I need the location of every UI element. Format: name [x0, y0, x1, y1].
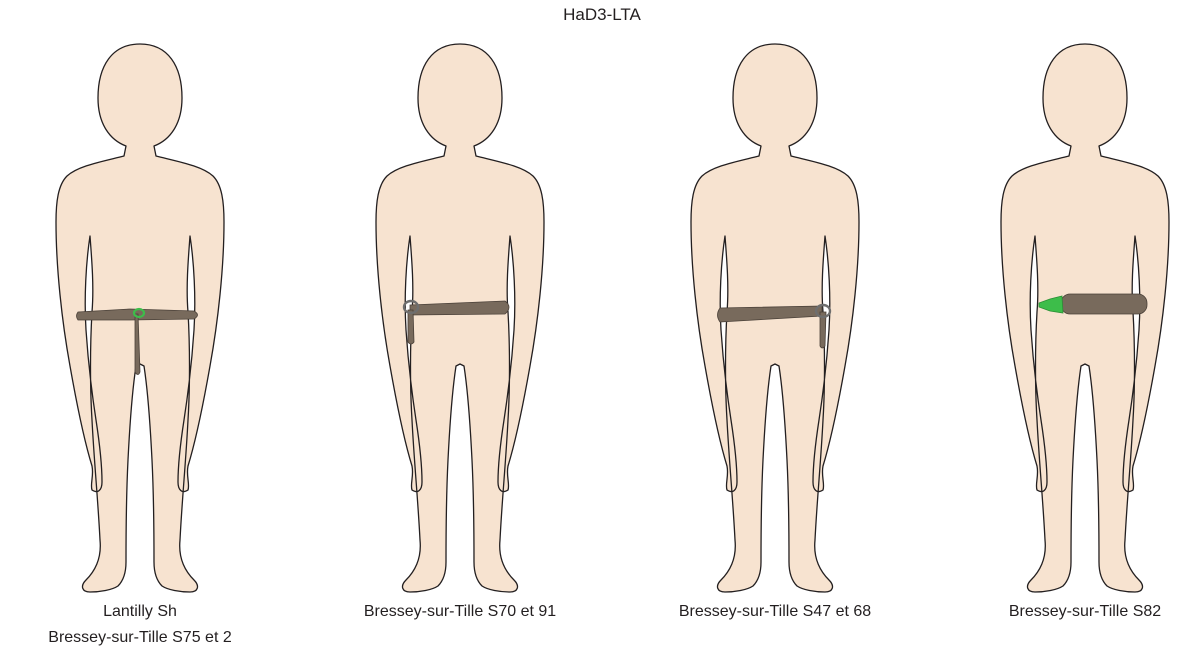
- body-silhouette-3: [625, 0, 925, 654]
- figure-bressey-s82: Bressey-sur-Tille S82: [935, 0, 1204, 654]
- caption-figure-3: Bressey-sur-Tille S47 et 68: [625, 599, 925, 625]
- body-silhouette-1: [0, 0, 290, 654]
- caption-figure-1: Lantilly Sh Bressey-sur-Tille S75 et 2: [0, 599, 290, 651]
- body-silhouette-2: [310, 0, 610, 654]
- figure-bressey-s70: Bressey-sur-Tille S70 et 91: [310, 0, 610, 654]
- caption-line: Lantilly Sh: [0, 599, 290, 625]
- caption-line: Bressey-sur-Tille S75 et 2: [0, 625, 290, 651]
- body-silhouette-4: [935, 0, 1204, 654]
- caption-line: Bressey-sur-Tille S82: [935, 599, 1204, 625]
- caption-figure-4: Bressey-sur-Tille S82: [935, 599, 1204, 625]
- figure-bressey-s47: Bressey-sur-Tille S47 et 68: [625, 0, 925, 654]
- caption-figure-2: Bressey-sur-Tille S70 et 91: [310, 599, 610, 625]
- figure-lantilly: Lantilly Sh Bressey-sur-Tille S75 et 2: [0, 0, 290, 654]
- caption-line: Bressey-sur-Tille S47 et 68: [625, 599, 925, 625]
- caption-line: Bressey-sur-Tille S70 et 91: [310, 599, 610, 625]
